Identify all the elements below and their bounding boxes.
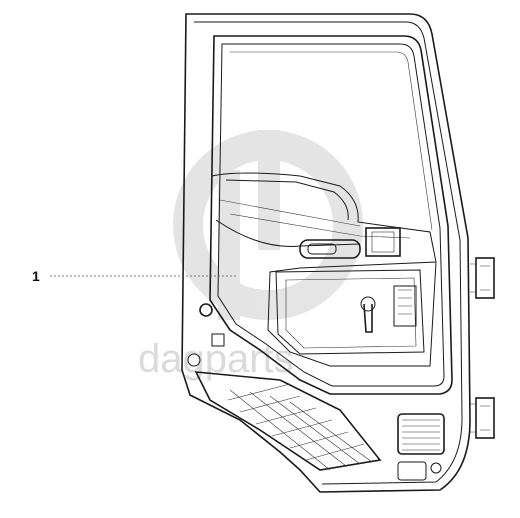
vent-grille (397, 413, 445, 455)
inner-door-handle (299, 239, 361, 259)
window-frame (209, 35, 453, 395)
door-outer-frame (181, 13, 471, 493)
door-hinge-lower (470, 397, 495, 439)
callout-number: 1 (32, 268, 40, 284)
window-switch-panel (365, 227, 401, 257)
bottom-step (397, 461, 442, 481)
door-hinge-upper (470, 257, 495, 299)
watermark-logo (173, 130, 363, 320)
armrest-pocket (275, 269, 425, 355)
lower-step-grille (194, 371, 382, 471)
door-components (187, 303, 225, 367)
window-crank (360, 285, 417, 333)
inner-door-panel (211, 172, 437, 367)
